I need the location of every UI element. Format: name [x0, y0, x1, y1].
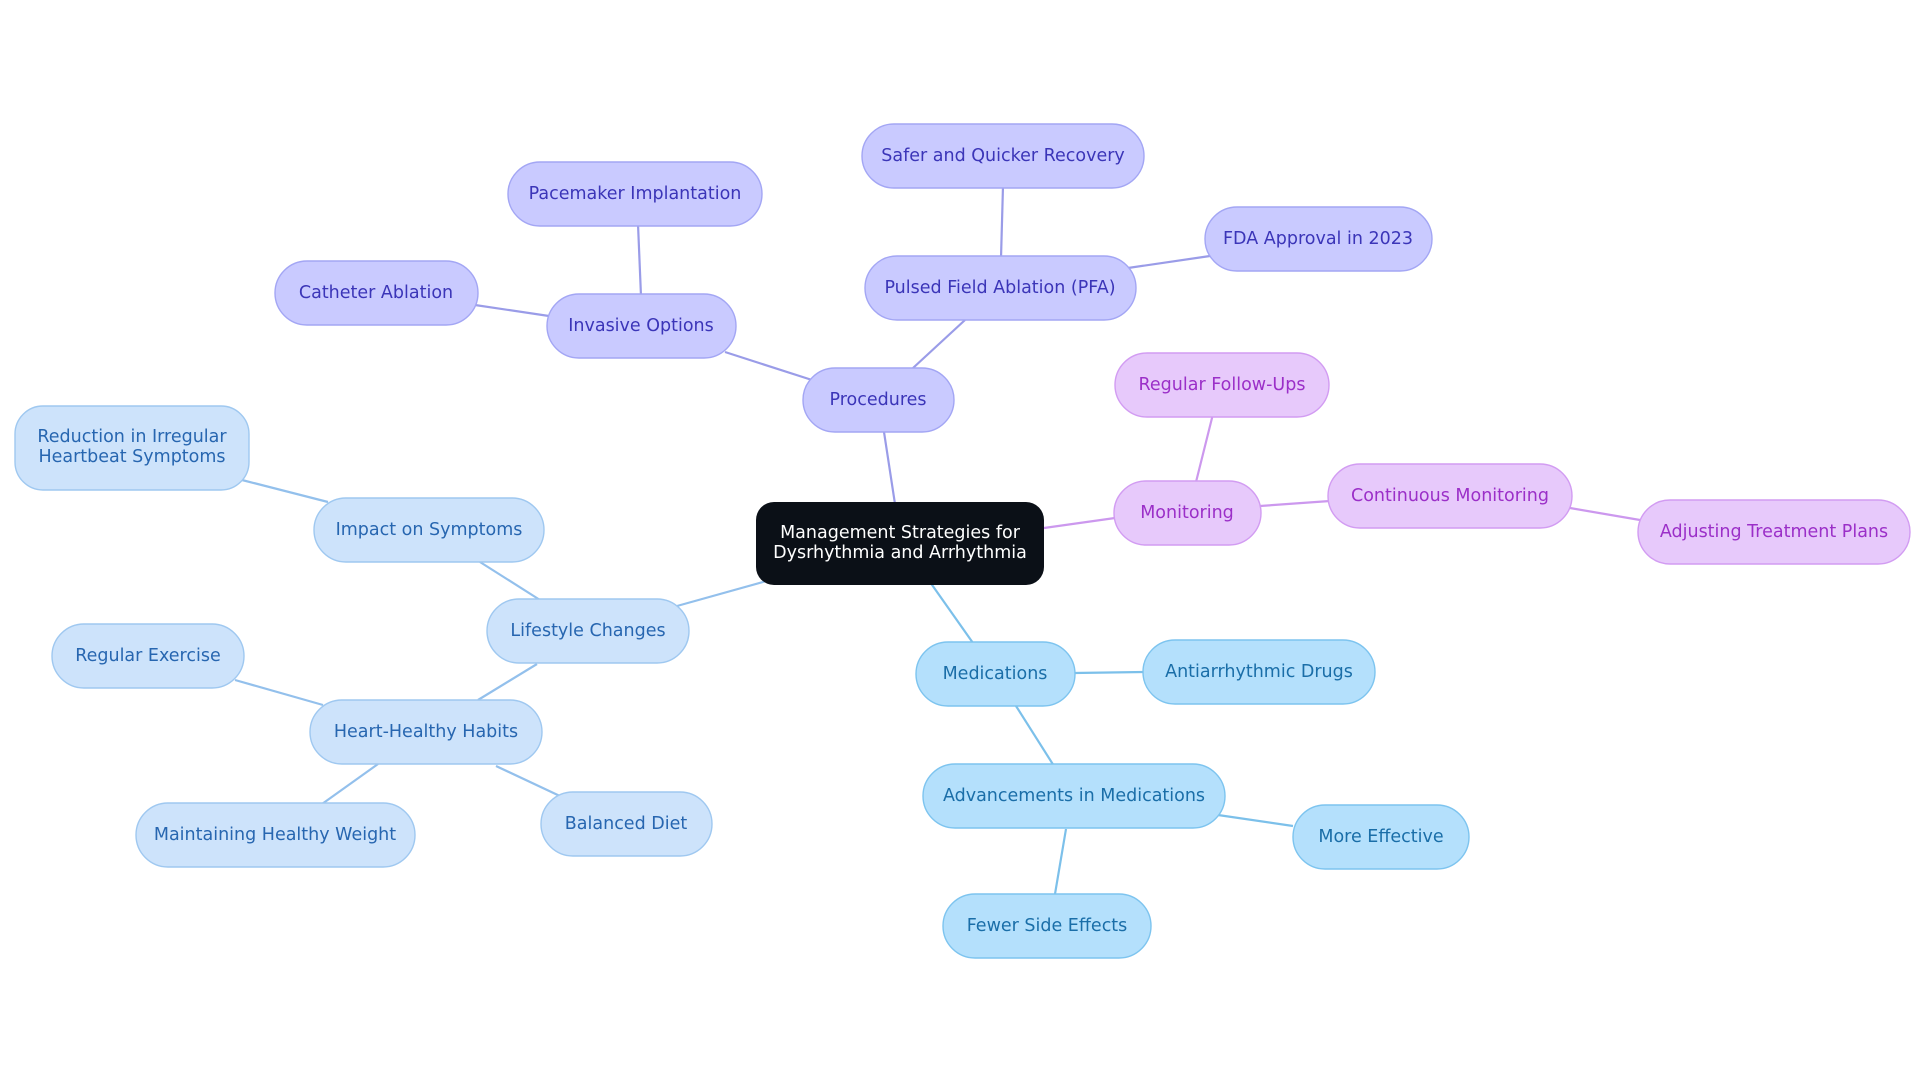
node-invasive-options-box [546, 293, 737, 359]
edge-impact-reduction [241, 478, 329, 504]
node-safer-quicker-recovery-label: Safer and Quicker Recovery [881, 146, 1125, 166]
node-more-effective-label: More Effective [1318, 827, 1443, 847]
edge-root-medications [929, 581, 974, 644]
node-advancements-in-medications-box [922, 763, 1226, 829]
node-antiarrhythmic-drugs-label: Antiarrhythmic Drugs [1165, 662, 1353, 682]
edge-habits-weight [321, 763, 379, 805]
node-continuous-monitoring-label: Continuous Monitoring [1351, 486, 1549, 506]
edge-invasive-pacemaker [636, 223, 643, 297]
node-procedures-box [802, 367, 955, 433]
edge-pfa-fda [1127, 254, 1211, 270]
node-pulsed-field-ablation-box [864, 255, 1137, 321]
edge-procedures-invasive [724, 350, 813, 382]
root-node-line2: Dysrhythmia and Arrhythmia [773, 543, 1027, 563]
node-procedures[interactable]: Procedures [802, 367, 955, 433]
node-catheter-ablation[interactable]: Catheter Ablation [274, 260, 479, 326]
node-reduction-irregular-heartbeat[interactable]: Reduction in Irregular Heartbeat Symptom… [14, 405, 250, 491]
node-monitoring-box [1113, 480, 1262, 546]
node-monitoring-label: Monitoring [1140, 503, 1234, 523]
node-antiarrhythmic-drugs[interactable]: Antiarrhythmic Drugs [1142, 639, 1376, 705]
node-procedures-label: Procedures [829, 390, 926, 410]
node-continuous-monitoring-box [1327, 463, 1573, 529]
edges [234, 185, 1641, 895]
node-maintaining-healthy-weight[interactable]: Maintaining Healthy Weight [135, 802, 416, 868]
edge-habits-diet [495, 765, 563, 798]
node-heart-healthy-habits-box [309, 699, 543, 765]
node-antiarrhythmic-drugs-box [1142, 639, 1376, 705]
node-impact-on-symptoms[interactable]: Impact on Symptoms [313, 497, 545, 563]
node-fda-approval-box [1204, 206, 1433, 272]
node-catheter-ablation-label: Catheter Ablation [299, 283, 453, 303]
edge-pfa-recovery [999, 185, 1005, 259]
node-medications[interactable]: Medications [915, 641, 1076, 707]
node-reduction-line2: Heartbeat Symptoms [38, 447, 225, 467]
node-heart-healthy-habits[interactable]: Heart-Healthy Habits [309, 699, 543, 765]
edge-lifestyle-impact [479, 561, 541, 601]
node-pacemaker-implantation-label: Pacemaker Implantation [529, 184, 742, 204]
node-continuous-monitoring[interactable]: Continuous Monitoring [1327, 463, 1573, 529]
node-medications-box [915, 641, 1076, 707]
node-monitoring[interactable]: Monitoring [1113, 480, 1262, 546]
edge-root-lifestyle [676, 578, 771, 608]
edge-root-procedures [882, 431, 897, 505]
node-lifestyle-changes[interactable]: Lifestyle Changes [486, 598, 690, 664]
node-impact-on-symptoms-box [313, 497, 545, 563]
node-regular-exercise-box [51, 623, 245, 689]
node-invasive-options-label: Invasive Options [568, 316, 714, 336]
edge-root-monitoring [1043, 516, 1116, 530]
edge-advancements-moreeffective [1217, 813, 1294, 828]
node-advancements-in-medications[interactable]: Advancements in Medications [922, 763, 1226, 829]
edge-monitoring-continuous [1259, 499, 1331, 508]
root-node-box [756, 502, 1044, 585]
node-pulsed-field-ablation[interactable]: Pulsed Field Ablation (PFA) [864, 255, 1137, 321]
root-node-line1: Management Strategies for [780, 523, 1021, 543]
edge-lifestyle-habits [477, 663, 538, 701]
node-advancements-in-medications-label: Advancements in Medications [943, 786, 1205, 806]
node-impact-on-symptoms-label: Impact on Symptoms [336, 520, 523, 540]
node-fewer-side-effects-label: Fewer Side Effects [967, 916, 1128, 936]
node-lifestyle-changes-label: Lifestyle Changes [510, 621, 665, 641]
edge-continuous-adjusting [1569, 506, 1641, 522]
edge-medications-antiarrhythmic [1073, 670, 1145, 675]
edge-monitoring-followups [1194, 413, 1215, 483]
root-node[interactable]: Management Strategies for Dysrhythmia an… [756, 502, 1044, 585]
node-adjusting-treatment-plans[interactable]: Adjusting Treatment Plans [1637, 499, 1911, 565]
node-regular-follow-ups[interactable]: Regular Follow-Ups [1114, 352, 1330, 418]
node-balanced-diet-label: Balanced Diet [565, 814, 688, 834]
node-maintaining-healthy-weight-label: Maintaining Healthy Weight [154, 825, 396, 845]
node-maintaining-healthy-weight-box [135, 802, 416, 868]
edge-habits-exercise [234, 678, 324, 707]
node-balanced-diet[interactable]: Balanced Diet [540, 791, 713, 857]
edge-medications-advancements [1015, 705, 1055, 767]
node-regular-exercise-label: Regular Exercise [75, 646, 221, 666]
node-pacemaker-implantation[interactable]: Pacemaker Implantation [507, 161, 763, 227]
node-fda-approval[interactable]: FDA Approval in 2023 [1204, 206, 1433, 272]
node-lifestyle-changes-box [486, 598, 690, 664]
node-catheter-ablation-box [274, 260, 479, 326]
node-fewer-side-effects[interactable]: Fewer Side Effects [942, 893, 1152, 959]
node-balanced-diet-box [540, 791, 713, 857]
node-safer-quicker-recovery[interactable]: Safer and Quicker Recovery [861, 123, 1145, 189]
node-regular-exercise[interactable]: Regular Exercise [51, 623, 245, 689]
node-pulsed-field-ablation-label: Pulsed Field Ablation (PFA) [884, 278, 1115, 298]
node-adjusting-treatment-plans-label: Adjusting Treatment Plans [1660, 522, 1888, 542]
edge-procedures-pfa [912, 319, 966, 369]
node-medications-label: Medications [943, 664, 1048, 684]
node-regular-follow-ups-label: Regular Follow-Ups [1139, 375, 1306, 395]
node-more-effective[interactable]: More Effective [1292, 804, 1470, 870]
edge-invasive-catheter [474, 303, 550, 318]
node-more-effective-box [1292, 804, 1470, 870]
node-reduction-line1: Reduction in Irregular [37, 427, 227, 447]
node-heart-healthy-habits-label: Heart-Healthy Habits [334, 722, 518, 742]
node-pacemaker-implantation-box [507, 161, 763, 227]
node-regular-follow-ups-box [1114, 352, 1330, 418]
node-fda-approval-label: FDA Approval in 2023 [1223, 229, 1413, 249]
node-reduction-irregular-heartbeat-box [14, 405, 250, 491]
node-safer-quicker-recovery-box [861, 123, 1145, 189]
node-adjusting-treatment-plans-box [1637, 499, 1911, 565]
node-invasive-options[interactable]: Invasive Options [546, 293, 737, 359]
node-fewer-side-effects-box [942, 893, 1152, 959]
edge-advancements-fewersideeffects [1053, 828, 1068, 895]
